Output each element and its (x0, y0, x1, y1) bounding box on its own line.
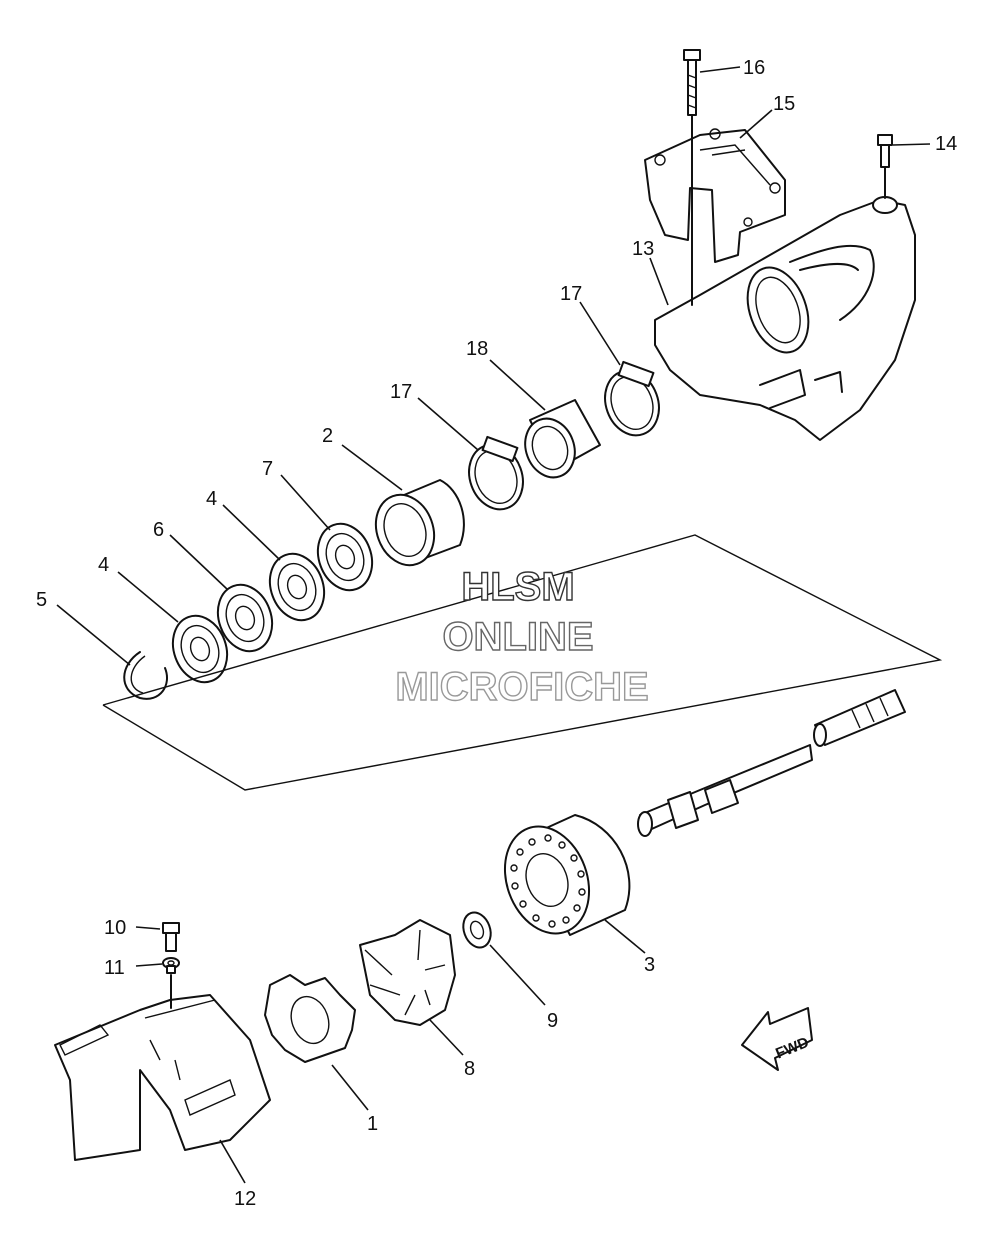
callout-15: 15 (773, 93, 795, 115)
circlip-5[interactable] (123, 651, 168, 700)
bolt-10[interactable] (162, 922, 180, 952)
callout-13: 13 (632, 238, 654, 260)
callout-16: 16 (743, 57, 765, 79)
washer-11[interactable] (162, 957, 180, 1009)
clamp-17-lower[interactable] (460, 435, 531, 517)
callout-7: 7 (262, 458, 273, 480)
callout-10: 10 (104, 917, 126, 939)
bearing-7[interactable] (309, 516, 381, 598)
bolt-14[interactable] (877, 134, 893, 199)
callout-2: 2 (322, 425, 333, 447)
housing-13[interactable] (654, 196, 916, 441)
callout-4-upper: 4 (206, 488, 217, 510)
callout-17-upper: 17 (560, 283, 582, 305)
callout-17-lower: 17 (390, 381, 412, 403)
bolt-16[interactable] (683, 49, 701, 306)
leader-lines (56, 66, 931, 1184)
watermark: HLSM ONLINE MICROFICHE (395, 564, 650, 709)
bearing-6[interactable] (209, 577, 281, 659)
watermark-line-1: HLSM (461, 565, 574, 609)
drive-shaft[interactable] (637, 689, 906, 837)
coupling-3[interactable] (491, 814, 631, 946)
callout-14: 14 (935, 133, 957, 155)
callout-18: 18 (466, 338, 488, 360)
callout-3: 3 (644, 954, 655, 976)
callout-6: 6 (153, 519, 164, 541)
sleeve-18[interactable] (517, 399, 601, 484)
assembly-frame (102, 534, 943, 791)
watermark-line-3: MICROFICHE (395, 665, 648, 709)
fwd-direction-arrow: FWD (741, 1007, 813, 1071)
bearing-housing-2[interactable] (366, 479, 465, 573)
callout-4-lower: 4 (98, 554, 109, 576)
callout-9: 9 (547, 1010, 558, 1032)
callout-11: 11 (104, 957, 125, 979)
damper-1[interactable] (264, 974, 356, 1063)
watermark-line-2: ONLINE (442, 615, 593, 659)
coupling-8[interactable] (359, 919, 456, 1026)
bearing-4-upper[interactable] (261, 546, 333, 628)
bearing-4-lower[interactable] (164, 608, 236, 690)
callout-5: 5 (36, 589, 47, 611)
callout-8: 8 (464, 1058, 475, 1080)
washer-9[interactable] (459, 909, 496, 952)
bracket-12[interactable] (54, 994, 271, 1161)
callout-1: 1 (367, 1113, 378, 1135)
callout-12: 12 (234, 1188, 256, 1210)
clamp-17-upper[interactable] (596, 360, 667, 443)
bracket-15[interactable] (644, 128, 786, 263)
callout-numbers: 16 15 14 13 17 18 17 2 7 4 6 4 5 3 9 8 1… (36, 57, 957, 1210)
